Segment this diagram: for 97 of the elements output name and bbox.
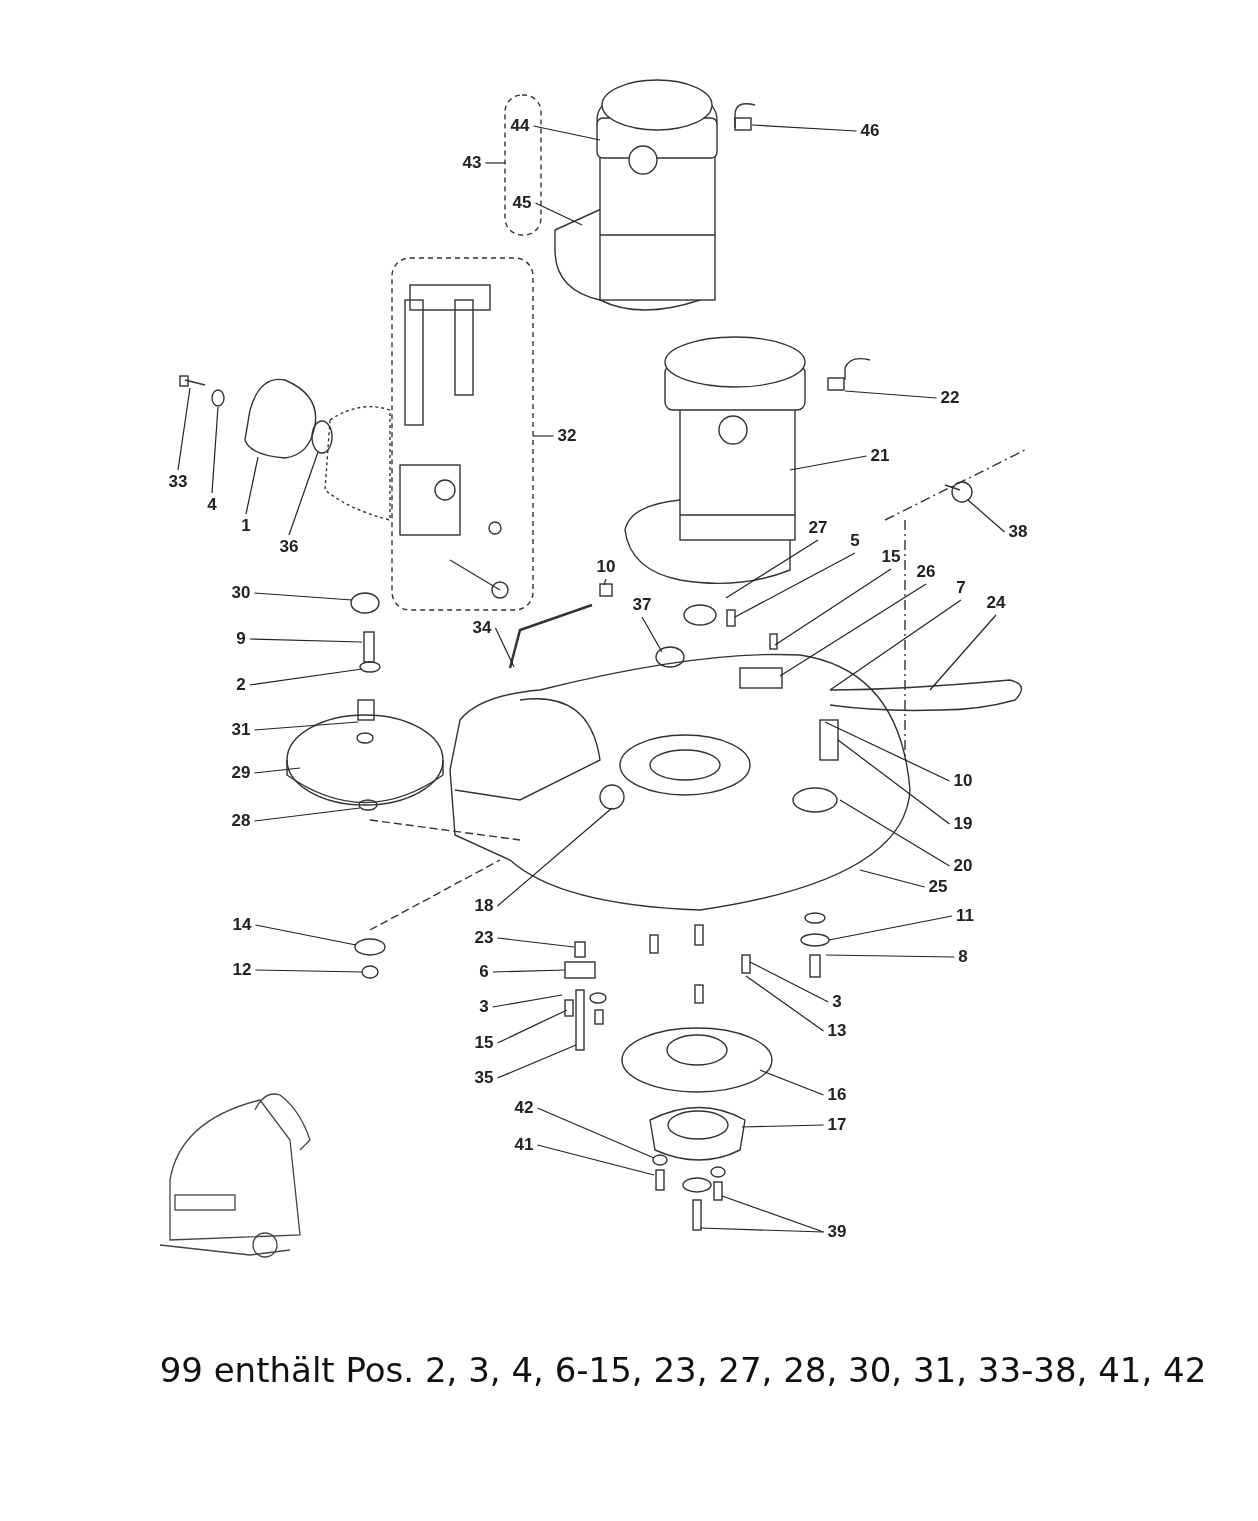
leader-line bbox=[825, 954, 955, 958]
leader-line bbox=[177, 387, 191, 471]
callout-number: 26 bbox=[916, 562, 936, 582]
leader-line bbox=[824, 721, 951, 782]
leader-line bbox=[741, 1124, 825, 1128]
callout-number: 17 bbox=[827, 1115, 847, 1135]
leader-line bbox=[929, 614, 997, 691]
leader-line bbox=[254, 969, 363, 973]
leader-line bbox=[492, 994, 563, 1008]
callout-number: 35 bbox=[474, 1068, 494, 1088]
leader-line bbox=[496, 807, 613, 907]
callout-number: 44 bbox=[510, 116, 530, 136]
leader-line bbox=[496, 1009, 568, 1044]
callout-number: 19 bbox=[953, 814, 973, 834]
callout-number: 46 bbox=[860, 121, 880, 141]
leader-line bbox=[789, 455, 868, 471]
callout-number: 33 bbox=[168, 472, 188, 492]
leader-line bbox=[603, 578, 607, 586]
leader-line bbox=[837, 739, 951, 825]
callout-number: 24 bbox=[986, 593, 1006, 613]
leader-line bbox=[749, 961, 829, 1003]
callout-number: 4 bbox=[207, 495, 217, 515]
leader-line bbox=[253, 767, 301, 774]
callout-number: 1 bbox=[241, 516, 251, 536]
callout-number: 20 bbox=[953, 856, 973, 876]
callout-number: 28 bbox=[231, 811, 251, 831]
leader-line bbox=[249, 638, 363, 643]
callout-number: 3 bbox=[479, 997, 489, 1017]
leader-line bbox=[484, 162, 506, 164]
callout-number: 34 bbox=[472, 618, 492, 638]
leader-line bbox=[859, 869, 926, 888]
leader-line bbox=[779, 583, 927, 677]
callout-number: 10 bbox=[953, 771, 973, 791]
callout-number: 11 bbox=[956, 906, 974, 926]
callout-number: 9 bbox=[236, 629, 246, 649]
leader-line bbox=[745, 975, 825, 1032]
callout-number: 15 bbox=[474, 1033, 494, 1053]
callout-number: 29 bbox=[231, 763, 251, 783]
leader-line bbox=[536, 1144, 655, 1176]
leader-line bbox=[496, 1044, 577, 1079]
callout-number: 27 bbox=[808, 518, 828, 538]
callout-number: 21 bbox=[870, 446, 890, 466]
leader-line bbox=[253, 721, 359, 731]
leader-line bbox=[734, 552, 856, 618]
callout-number: 43 bbox=[462, 153, 482, 173]
leader-line bbox=[759, 1069, 825, 1096]
leader-line bbox=[536, 1107, 655, 1159]
leader-line bbox=[245, 456, 259, 515]
callout-number: 10 bbox=[596, 557, 616, 577]
leader-line bbox=[751, 124, 858, 132]
callout-number: 23 bbox=[474, 928, 494, 948]
callout-number: 31 bbox=[231, 720, 251, 740]
callout-number: 45 bbox=[512, 193, 532, 213]
caption: 99 enthält Pos. 2, 3, 4, 6-15, 23, 27, 28, 30, 31, 33-38, 41, 42 bbox=[158, 1350, 1208, 1390]
leader-line bbox=[249, 668, 363, 686]
leader-line bbox=[532, 125, 601, 141]
callout-number: 37 bbox=[632, 595, 652, 615]
leader-line bbox=[967, 499, 1006, 533]
leader-line bbox=[534, 202, 583, 226]
leader-line bbox=[253, 807, 361, 822]
leader-line bbox=[828, 915, 953, 941]
leader-line bbox=[829, 599, 962, 691]
leader-line bbox=[211, 406, 219, 494]
callout-number: 6 bbox=[479, 962, 489, 982]
callout-number: 2 bbox=[236, 675, 246, 695]
callout-number: 7 bbox=[956, 578, 966, 598]
callout-number: 22 bbox=[940, 388, 960, 408]
leader-line bbox=[288, 451, 319, 536]
callout-number: 32 bbox=[557, 426, 577, 446]
leader-line bbox=[699, 1227, 825, 1233]
callout-number: 36 bbox=[279, 537, 299, 557]
callout-number: 12 bbox=[232, 960, 252, 980]
leader-line bbox=[532, 435, 555, 437]
leader-line bbox=[839, 799, 951, 867]
callout-number: 38 bbox=[1008, 522, 1028, 542]
leader-line bbox=[725, 539, 819, 599]
callout-number: 41 bbox=[514, 1135, 534, 1155]
callout-number: 15 bbox=[881, 547, 901, 567]
callout-number: 14 bbox=[232, 915, 252, 935]
leader-line bbox=[253, 592, 353, 601]
leader-line bbox=[492, 969, 566, 973]
callout-number: 5 bbox=[850, 531, 860, 551]
leader-line bbox=[774, 568, 892, 646]
leader-line bbox=[844, 390, 938, 399]
leader-line bbox=[496, 937, 575, 948]
callout-number: 39 bbox=[827, 1222, 847, 1242]
callout-number: 16 bbox=[827, 1085, 847, 1105]
callout-number: 42 bbox=[514, 1098, 534, 1118]
callout-number: 25 bbox=[928, 877, 948, 897]
callout-number: 30 bbox=[231, 583, 251, 603]
callout-number: 18 bbox=[474, 896, 494, 916]
callout-number: 13 bbox=[827, 1021, 847, 1041]
leader-line bbox=[641, 616, 663, 653]
leader-line bbox=[254, 924, 357, 946]
callout-number: 8 bbox=[958, 947, 968, 967]
callout-number: 3 bbox=[832, 992, 842, 1012]
leader-line bbox=[494, 627, 515, 668]
